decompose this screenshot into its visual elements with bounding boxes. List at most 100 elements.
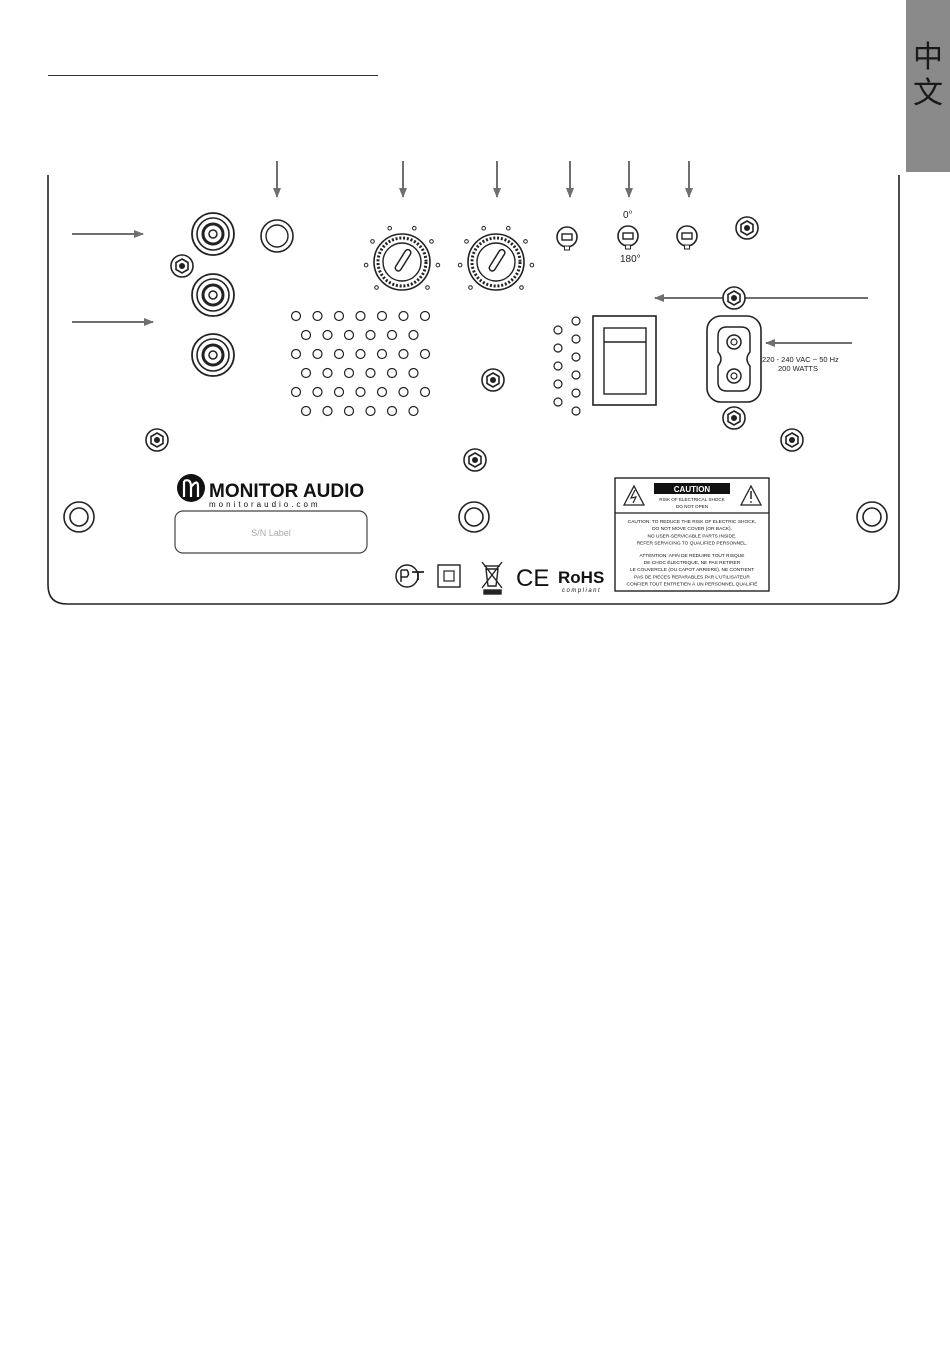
panel-screw [735, 216, 759, 240]
mounting-hole [856, 501, 888, 533]
vent-hole [343, 367, 355, 379]
vent-hole [376, 348, 388, 360]
phase-switch [617, 225, 639, 250]
vent-hole [290, 386, 302, 398]
caution-label: CAUTION RISK OF ELECTRICAL SHOCK DO NOT … [614, 477, 770, 592]
knob-scale-dot [529, 262, 535, 268]
power-rating-watts: 200 WATTS [778, 364, 818, 373]
caution-line-fr: PAS DE PIECES REPARABLES PAR L'UTILISATE… [634, 574, 750, 580]
rohs-mark: RoHS [558, 568, 604, 587]
line-input-right-jack [190, 272, 236, 318]
panel-screw [722, 406, 746, 430]
knob-scale-dot [412, 225, 417, 231]
vent-hole [553, 397, 563, 407]
panel-screw [722, 286, 746, 310]
vent-hole [312, 310, 323, 322]
language-label: 中文 [913, 40, 943, 111]
vent-hole [398, 310, 409, 322]
vent-hole [408, 367, 419, 379]
vent-hole [365, 329, 376, 341]
title-rule [48, 75, 378, 76]
ce-mark: CE [516, 565, 549, 592]
vent-hole [333, 310, 345, 322]
knob-scale-dot [464, 239, 469, 244]
mains-power-inlet [706, 315, 762, 403]
knob-scale-dot [523, 239, 528, 244]
vent-hole [312, 348, 323, 360]
knob-scale-dot [481, 225, 487, 231]
caution-sub1: RISK OF ELECTRICAL SHOCK [659, 497, 725, 502]
knob-scale-dot [435, 262, 441, 268]
vent-hole [355, 386, 366, 398]
phase-0-label: 0° [623, 210, 633, 221]
vent-hole [571, 334, 581, 344]
vent-holes [290, 310, 431, 417]
phase-180-label: 180° [620, 254, 641, 265]
vent-hole [300, 367, 312, 379]
vent-hole [355, 310, 366, 322]
vent-hole [343, 405, 355, 417]
vent-hole [419, 310, 431, 322]
serial-label-box [174, 510, 368, 554]
vent-hole [365, 405, 376, 417]
knob-scale-dots [363, 225, 535, 290]
level-knob [372, 232, 432, 292]
power-switch [592, 315, 657, 406]
knob-scale-dot [519, 285, 524, 290]
knob-scale-dot [374, 285, 379, 290]
caution-line-en: DO NOT MOVE COVER (OR BACK). [652, 526, 732, 532]
knob-scale-dot [387, 225, 393, 231]
panel-screw [463, 448, 487, 472]
double-insulation-mark [437, 564, 461, 588]
knob-scale-dot [468, 285, 473, 290]
caution-line-en: REFER SERVICING TO QUALIFIED PERSONNEL. [637, 541, 748, 547]
mounting-hole [458, 501, 490, 533]
callout-arrows [72, 161, 868, 347]
vent-hole [553, 325, 563, 335]
caution-line-fr: DE CHOC ÉLECTRIQUE, NE PAS RETIRER [644, 559, 741, 566]
caution-line-fr: LE COUVERCLE (OU CAPOT ARRIERE). NE CONT… [630, 567, 754, 573]
knob-scale-dot [506, 225, 511, 231]
panel-screw [170, 254, 194, 278]
vent-hole [571, 406, 581, 416]
auto-on-switch [676, 225, 698, 250]
vent-hole [355, 348, 366, 360]
vent-hole [343, 329, 355, 341]
language-tab: 中文 [906, 0, 950, 172]
weee-bin-icon [481, 561, 503, 595]
vent-hole [376, 386, 388, 398]
vent-hole [300, 405, 312, 417]
brand-name: MONITOR AUDIO [209, 481, 364, 502]
vent-hole [322, 405, 333, 417]
vent-hole [408, 405, 419, 417]
vent-hole [571, 352, 581, 362]
vent-hole [386, 329, 398, 341]
monitor-audio-logo: MONITOR AUDIO monitoraudio.com [177, 474, 364, 509]
vent-hole [408, 329, 419, 341]
knob-scale-dot [370, 239, 375, 244]
switch-vent-holes [553, 316, 581, 416]
crossover-knob [466, 232, 526, 292]
vent-hole [386, 367, 398, 379]
vent-hole [571, 370, 581, 380]
vent-hole [322, 329, 333, 341]
panel-outline [47, 175, 900, 605]
line-input-left-jack [190, 211, 236, 257]
vent-hole [398, 386, 409, 398]
vent-hole [571, 388, 581, 398]
vent-hole [553, 343, 563, 353]
vent-hole [553, 361, 563, 371]
knob-scale-dot [429, 239, 434, 244]
vent-hole [300, 329, 312, 341]
caution-line-fr: CONFIER TOUT ENTRETIEN À UN PERSONNEL QU… [627, 581, 758, 588]
serial-label: S/N Label [251, 528, 291, 538]
brand-url: monitoraudio.com [209, 500, 321, 509]
caution-title: CAUTION [674, 485, 711, 494]
line-output-jack [190, 332, 236, 378]
panel-screw [481, 368, 505, 392]
gost-r-mark [395, 564, 424, 588]
caution-line-en: CAUTION: TO REDUCE THE RISK OF ELECTRIC … [628, 519, 756, 525]
caution-sub2: DO NOT OPEN [676, 504, 708, 509]
vent-hole [419, 348, 431, 360]
